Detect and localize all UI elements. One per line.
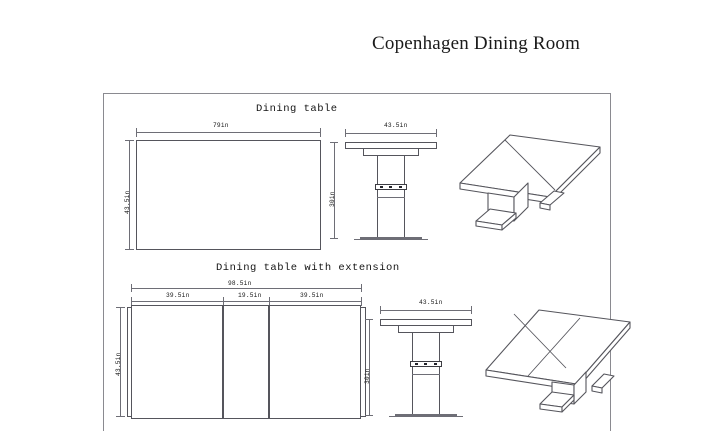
- column-divider-line: [377, 197, 405, 198]
- isometric-view-dining-table: [452, 129, 607, 247]
- dim-tick-elev-height-bottom: [330, 238, 338, 239]
- isometric-view-dining-table-with-extension: [484, 306, 634, 424]
- elevation-view-dining-table: 43.5in 30in: [329, 122, 446, 252]
- dim-tick-elev-ext-height-top: [365, 319, 373, 320]
- tabletop-profile-extension: [380, 319, 472, 326]
- dim-tick-seg-3: [361, 297, 362, 306]
- dim-tick-elev-width-right: [436, 129, 437, 137]
- dim-tick-total-left: [131, 284, 132, 292]
- dim-tick-width-right: [320, 128, 321, 137]
- plan-view-dining-table: [136, 140, 321, 250]
- extension-mechanism-detail-extension: [410, 361, 442, 367]
- base-foot-extension: [395, 414, 457, 416]
- plan-panel-left: [131, 305, 223, 419]
- dim-tick-seg-0: [131, 297, 132, 306]
- tabletop-profile: [345, 142, 437, 149]
- dim-tick-total-right: [361, 284, 362, 292]
- dim-line-elev-width-upper: [345, 133, 437, 134]
- dim-segment-left-39-5in: 39.5in: [166, 292, 190, 299]
- apron-profile: [363, 149, 419, 156]
- dim-tick-seg-1: [223, 297, 224, 306]
- plan-panel-right: [269, 305, 361, 419]
- dim-tick-seg-2: [269, 297, 270, 306]
- dim-tick-elev-ext-height-bottom: [365, 415, 373, 416]
- elevation-view-dining-table-with-extension: 43.5in 30in: [364, 299, 481, 429]
- dim-segment-middle-19-5in: 19.5in: [238, 292, 262, 299]
- dim-line-total-width: [131, 288, 362, 289]
- dim-line-depth-upper: [129, 140, 130, 250]
- dim-tick-elev-ext-width-left: [380, 306, 381, 314]
- column-divider-line-extension: [412, 374, 440, 375]
- dim-tick-elev-height-top: [330, 142, 338, 143]
- apron-profile-extension: [398, 326, 454, 333]
- dim-plan-width-79in: 79in: [213, 122, 229, 129]
- drawing-frame: Dining table 79in 43.5in 43.5in 30in: [103, 93, 631, 431]
- plan-panel-extension-leaf: [223, 305, 269, 419]
- dim-tick-width-left: [136, 128, 137, 137]
- dim-tick-depth-lower-top: [116, 307, 125, 308]
- extension-mechanism-detail: [375, 184, 407, 190]
- dim-elev-ext-width-43-5in: 43.5in: [419, 299, 443, 306]
- dim-line-width-upper: [136, 132, 321, 133]
- dim-elev-width-43-5in: 43.5in: [384, 122, 408, 129]
- section-heading-dining-table: Dining table: [256, 103, 338, 115]
- section-heading-dining-table-with-extension: Dining table with extension: [216, 262, 400, 274]
- page-title: Copenhagen Dining Room: [372, 33, 581, 54]
- dim-tick-elev-ext-width-right: [471, 306, 472, 314]
- dim-line-elev-ext-height: [369, 319, 370, 416]
- dim-line-elev-height-upper: [334, 142, 335, 239]
- floor-line: [354, 239, 428, 240]
- dim-segment-right-39-5in: 39.5in: [300, 292, 324, 299]
- base-foot: [360, 237, 422, 239]
- dim-line-depth-lower: [120, 307, 121, 417]
- dim-tick-elev-width-left: [345, 129, 346, 137]
- floor-line-extension: [389, 416, 463, 417]
- dim-line-segments: [131, 301, 362, 302]
- dim-total-width-98-5in: 98.5in: [228, 280, 252, 287]
- dim-line-elev-ext-width: [380, 310, 472, 311]
- dim-tick-depth-top: [125, 140, 134, 141]
- dim-tick-depth-lower-bottom: [116, 416, 125, 417]
- dim-tick-depth-bottom: [125, 249, 134, 250]
